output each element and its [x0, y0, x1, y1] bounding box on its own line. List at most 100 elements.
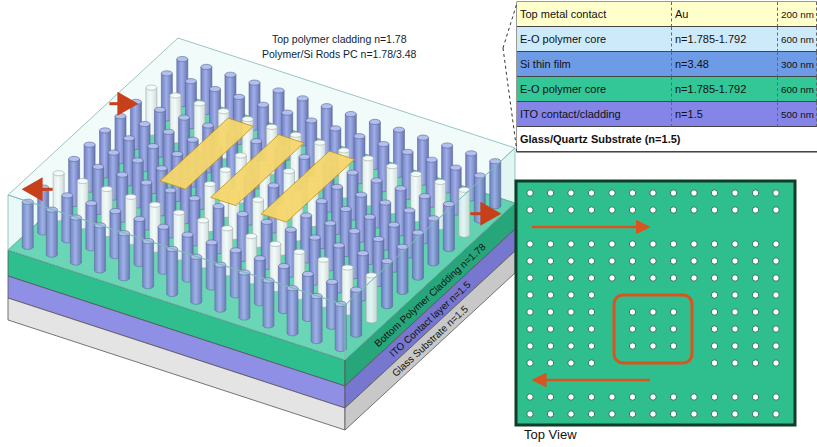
rod-hole: [691, 275, 697, 281]
rod-hole: [752, 275, 758, 281]
rod-hole: [527, 326, 533, 332]
rod-hole: [732, 292, 738, 298]
rod-hole: [752, 309, 758, 315]
rod-hole: [732, 360, 738, 366]
rod-hole: [711, 394, 717, 400]
rod-hole: [547, 343, 553, 349]
layer-label: Polymer/Si Rods PC n=1.78/3.48: [262, 49, 416, 61]
layer-label: Top polymer cladding n=1.78: [272, 34, 407, 46]
rod-hole: [691, 190, 697, 196]
rod-hole: [588, 258, 594, 264]
rod-hole: [629, 309, 635, 315]
rod-hole: [568, 207, 574, 213]
table-cell: 600 nm: [778, 27, 817, 52]
light-arrow: [109, 102, 135, 105]
rod-hole: [773, 343, 779, 349]
rod-hole: [609, 207, 615, 213]
table-text: n=1.5: [675, 108, 703, 120]
rod-hole: [670, 190, 676, 196]
rod-hole: [732, 411, 738, 417]
rod-hole: [691, 258, 697, 264]
rod-hole: [773, 207, 779, 213]
rod-hole: [547, 207, 553, 213]
rod-hole: [650, 190, 656, 196]
rod-hole: [527, 292, 533, 298]
rod-hole: [609, 258, 615, 264]
rod-hole: [752, 241, 758, 247]
table-cell: Si thin film: [517, 52, 672, 77]
rod-hole: [588, 292, 594, 298]
table-text: 200 nm: [781, 9, 814, 20]
rod-hole: [547, 275, 553, 281]
rod-hole: [629, 258, 635, 264]
table-cell: Glass/Quartz Substrate (n=1.5): [517, 127, 817, 152]
rod-hole: [547, 241, 553, 247]
rod-hole: [752, 292, 758, 298]
table-cell: E-O polymer core: [517, 27, 672, 52]
rod-hole: [691, 207, 697, 213]
rod-hole: [711, 258, 717, 264]
light-arrow: [25, 188, 53, 191]
rod-hole: [547, 292, 553, 298]
rod-hole: [629, 207, 635, 213]
light-arrow: [470, 212, 498, 215]
table-cell: E-O polymer core: [517, 77, 672, 102]
rod-hole: [711, 326, 717, 332]
rod-hole: [547, 258, 553, 264]
rod-hole: [650, 258, 656, 264]
table-text: 600 nm: [781, 84, 814, 95]
rod-hole: [752, 411, 758, 417]
table-text: Si thin film: [520, 58, 571, 70]
rod-hole: [609, 394, 615, 400]
rod-hole: [547, 190, 553, 196]
table-cell: Top metal contact: [517, 2, 672, 27]
table-cell: 200 nm: [778, 2, 817, 27]
rod-hole: [547, 411, 553, 417]
rod-hole: [670, 241, 676, 247]
rod-hole: [609, 411, 615, 417]
rod-hole: [752, 326, 758, 332]
rod-hole: [732, 207, 738, 213]
input-arrow: [532, 226, 648, 229]
rod-hole: [732, 326, 738, 332]
rod-hole: [650, 411, 656, 417]
rod-hole: [691, 241, 697, 247]
table-cell: 300 nm: [778, 52, 817, 77]
rod-hole: [547, 326, 553, 332]
rod-hole: [568, 411, 574, 417]
table-cell: n=1.5: [672, 102, 778, 127]
rod-hole: [609, 241, 615, 247]
table-cell: Au: [672, 2, 778, 27]
top-cladding-face: [8, 38, 515, 305]
rod-hole: [773, 411, 779, 417]
rod-hole: [773, 190, 779, 196]
rod-hole: [711, 411, 717, 417]
table-text: n=1.785-1.792: [675, 83, 746, 95]
rod-hole: [568, 275, 574, 281]
rod-hole: [650, 326, 656, 332]
rod-hole: [650, 309, 656, 315]
rod-hole: [588, 309, 594, 315]
rod-hole: [629, 241, 635, 247]
rod-hole: [773, 258, 779, 264]
rod-hole: [711, 207, 717, 213]
table-frame: [517, 2, 817, 152]
rod-hole: [650, 343, 656, 349]
rod-hole: [670, 343, 676, 349]
rod-hole: [650, 275, 656, 281]
rod-hole: [670, 411, 676, 417]
rod-hole: [547, 309, 553, 315]
rod-hole: [773, 241, 779, 247]
rod-hole: [527, 309, 533, 315]
table-cell: 500 nm: [778, 102, 817, 127]
rod-hole: [670, 326, 676, 332]
rod-hole: [752, 360, 758, 366]
rod-hole: [568, 326, 574, 332]
rod-hole: [732, 258, 738, 264]
rod-hole: [568, 292, 574, 298]
rod-hole: [711, 343, 717, 349]
table-text: n=1.785-1.792: [675, 33, 746, 45]
rod-hole: [588, 190, 594, 196]
rod-hole: [691, 411, 697, 417]
table-text: Glass/Quartz Substrate (n=1.5): [520, 133, 680, 145]
